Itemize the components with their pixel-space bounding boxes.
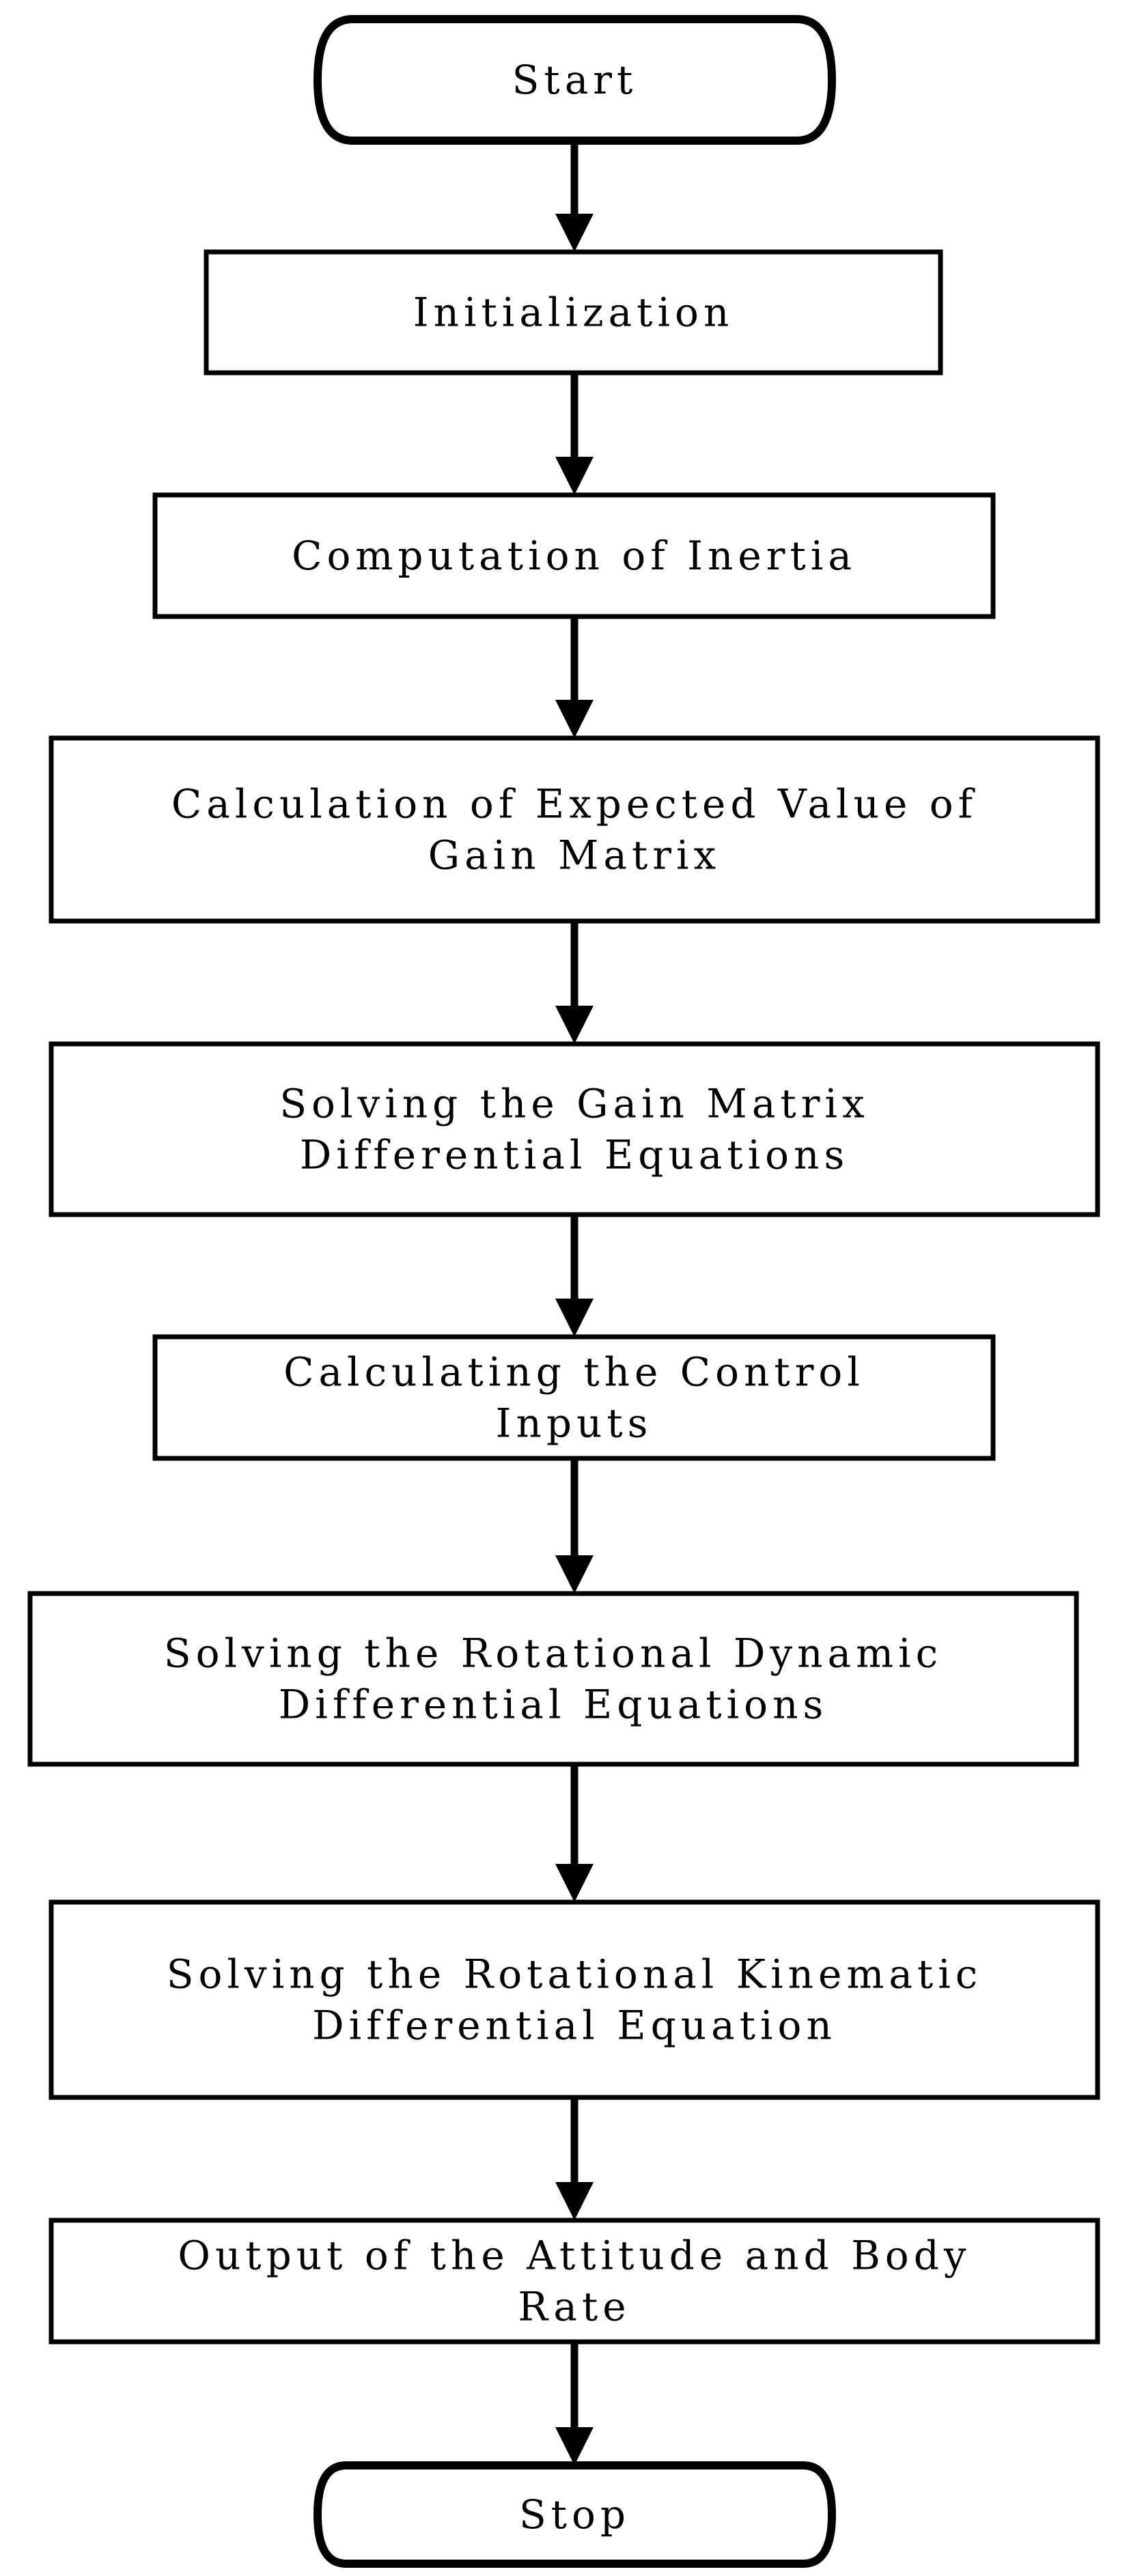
terminal-shape — [313, 2461, 837, 2568]
arrow-inertia-to-expected — [555, 617, 594, 738]
arrow-dynamic-to-kinematic — [555, 1764, 594, 1902]
arrow-head — [555, 214, 594, 252]
process-box — [152, 492, 996, 619]
arrow-head — [555, 1006, 594, 1044]
process-box — [204, 249, 943, 376]
arrow-gain-de-to-control — [555, 1215, 594, 1337]
arrow-start-to-init — [555, 141, 594, 252]
node-label: Solving the Rotational Kinematic — [167, 1951, 983, 1998]
node-kinematic: Solving the Rotational KinematicDifferen… — [48, 1899, 1100, 2100]
node-label: Initialization — [413, 289, 734, 336]
node-stop: Stop — [313, 2461, 837, 2568]
arrow-head — [555, 2427, 594, 2465]
process-box — [48, 1899, 1100, 2100]
arrow-head — [555, 1555, 594, 1594]
arrow-head — [555, 1299, 594, 1337]
arrow-init-to-inertia — [555, 373, 594, 495]
node-label: Differential Equations — [300, 1132, 849, 1178]
process-box — [48, 1041, 1100, 1217]
node-dynamic: Solving the Rotational DynamicDifferenti… — [27, 1591, 1079, 1767]
arrow-head — [555, 2182, 594, 2220]
flowchart-arrows — [555, 141, 594, 2465]
arrow-head — [555, 457, 594, 495]
node-inertia: Computation of Inertia — [152, 492, 996, 619]
node-label: Inputs — [496, 1400, 653, 1447]
node-init: Initialization — [204, 249, 943, 376]
node-label: Differential Equation — [312, 2002, 837, 2049]
process-box — [48, 735, 1100, 924]
arrow-output-to-stop — [555, 2342, 594, 2465]
arrow-kinematic-to-output — [555, 2097, 594, 2220]
arrow-head — [555, 1864, 594, 1902]
node-label: Solving the Gain Matrix — [279, 1081, 869, 1127]
node-label: Rate — [518, 2284, 630, 2330]
arrow-expected-to-gain-de — [555, 921, 594, 1044]
process-box — [152, 1334, 996, 1461]
node-label: Calculation of Expected Value of — [171, 781, 977, 827]
arrow-head — [555, 700, 594, 738]
process-box — [48, 2218, 1100, 2345]
node-label: Stop — [519, 2491, 630, 2538]
node-label: Solving the Rotational Dynamic — [164, 1630, 943, 1677]
node-label: Calculating the Control — [283, 1349, 865, 1396]
node-label: Differential Equations — [279, 1682, 828, 1728]
node-start: Start — [313, 15, 837, 145]
node-label: Start — [512, 57, 638, 103]
node-label: Output of the Attitude and Body — [178, 2233, 971, 2279]
node-label: Gain Matrix — [428, 832, 721, 879]
arrow-control-to-dynamic — [555, 1458, 594, 1594]
node-expected: Calculation of Expected Value of Gain Mat… — [48, 735, 1100, 924]
node-label: Computation of Inertia — [292, 533, 856, 579]
process-box — [27, 1591, 1079, 1767]
terminal-shape — [313, 15, 837, 145]
